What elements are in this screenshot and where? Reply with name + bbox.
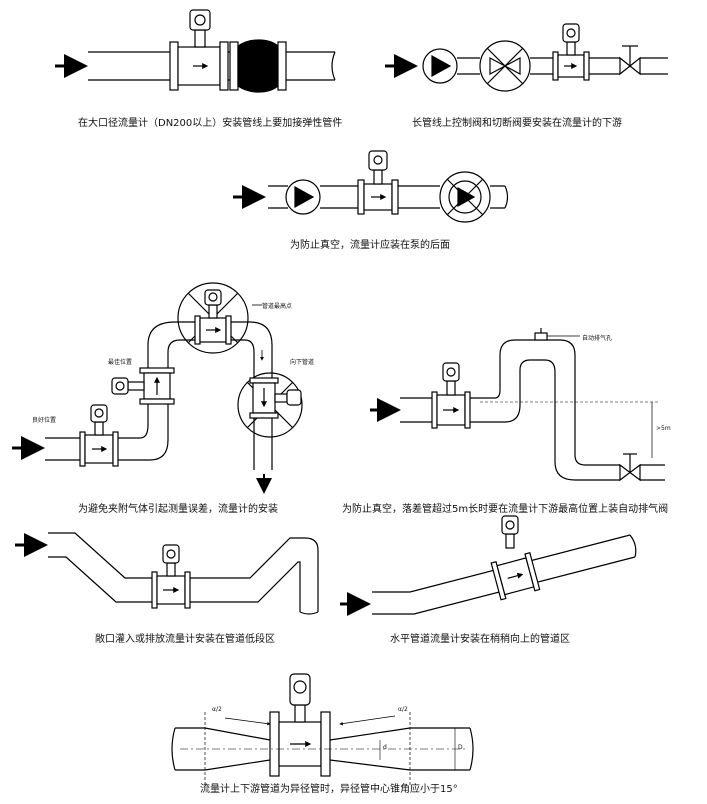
elastic-joint	[237, 39, 279, 93]
label-d-small: d	[383, 744, 387, 751]
label-good-position: 良好位置	[32, 417, 57, 424]
caption-1: 在大口径流量计（DN200以上）安装管线上要加接弹性管件	[78, 118, 343, 129]
pipe	[268, 185, 288, 209]
flowmeter-head	[162, 544, 180, 564]
caption-5: 为防止真空，落差管超过5m长时要在流量计下游最高位置上装自动排气阀	[342, 504, 669, 515]
label-angle-right: α/2	[398, 706, 408, 713]
caption-6: 敞口灌入或排放流量计安装在管道低段区	[95, 634, 275, 645]
caption-4: 为避免夹附气体引起测量误差，流量计的安装	[78, 504, 278, 515]
flange	[357, 179, 365, 215]
pipe	[457, 57, 480, 75]
flange	[552, 51, 559, 81]
diagram-6-low-section	[15, 532, 319, 615]
label-d-large: D	[458, 744, 463, 751]
label-pipe-top: 管道最高点	[262, 303, 293, 310]
flowmeter-head	[90, 404, 108, 423]
flowmeter-head	[442, 362, 460, 382]
label-drop-height: >5m	[656, 425, 671, 432]
diagram-1-flexible-joint	[55, 9, 336, 93]
diagram-8-reducer-angle	[171, 673, 474, 785]
flange	[219, 41, 229, 91]
label-auto-vent: 自动排气孔	[582, 335, 613, 342]
flowmeter-head	[368, 150, 388, 171]
flange	[277, 41, 287, 91]
no-install-down	[237, 372, 303, 438]
pipe	[490, 185, 509, 209]
flange	[583, 51, 590, 81]
flowmeter-head	[289, 673, 311, 706]
flange	[391, 179, 399, 215]
flowmeter-neck	[194, 29, 206, 48]
pipe	[530, 57, 553, 75]
flowmeter-body	[278, 721, 322, 767]
caption-3: 为防止真空，流量计应装在泵的后面	[290, 240, 450, 251]
pipe	[589, 57, 620, 75]
diagram-7-upward-slope	[340, 515, 637, 616]
diagram-5-auto-vent	[370, 328, 665, 482]
pipe	[640, 57, 668, 75]
diagram-4-gas-positions	[12, 282, 303, 494]
diagram-3-after-pump	[233, 150, 509, 223]
flange	[229, 41, 239, 91]
pipe	[320, 185, 358, 209]
flange	[169, 41, 179, 91]
no-install-top	[177, 282, 249, 354]
pipe	[48, 532, 319, 612]
flowmeter-head	[111, 377, 129, 395]
label-best-position: 最佳位置	[108, 359, 133, 366]
label-angle-left: α/2	[212, 706, 222, 713]
caption-8: 流量计上下游管道为异径管时，异径管中心锥角应小于15°	[200, 784, 458, 795]
flowmeter-head	[562, 23, 580, 43]
pipe	[398, 185, 440, 209]
caption-2: 长管线上控制阀和切断阀要安装在流量计的下游	[412, 118, 622, 129]
flowmeter-head	[189, 9, 211, 31]
caption-7: 水平管道流量计安装在稍稍向上的管道区	[390, 634, 570, 645]
vent-valve	[534, 332, 548, 341]
pipe	[372, 534, 636, 615]
diagram-2-valves-downstream	[385, 23, 668, 92]
flowmeter-head	[501, 515, 519, 535]
label-down-pipe: 向下管道	[290, 359, 315, 366]
